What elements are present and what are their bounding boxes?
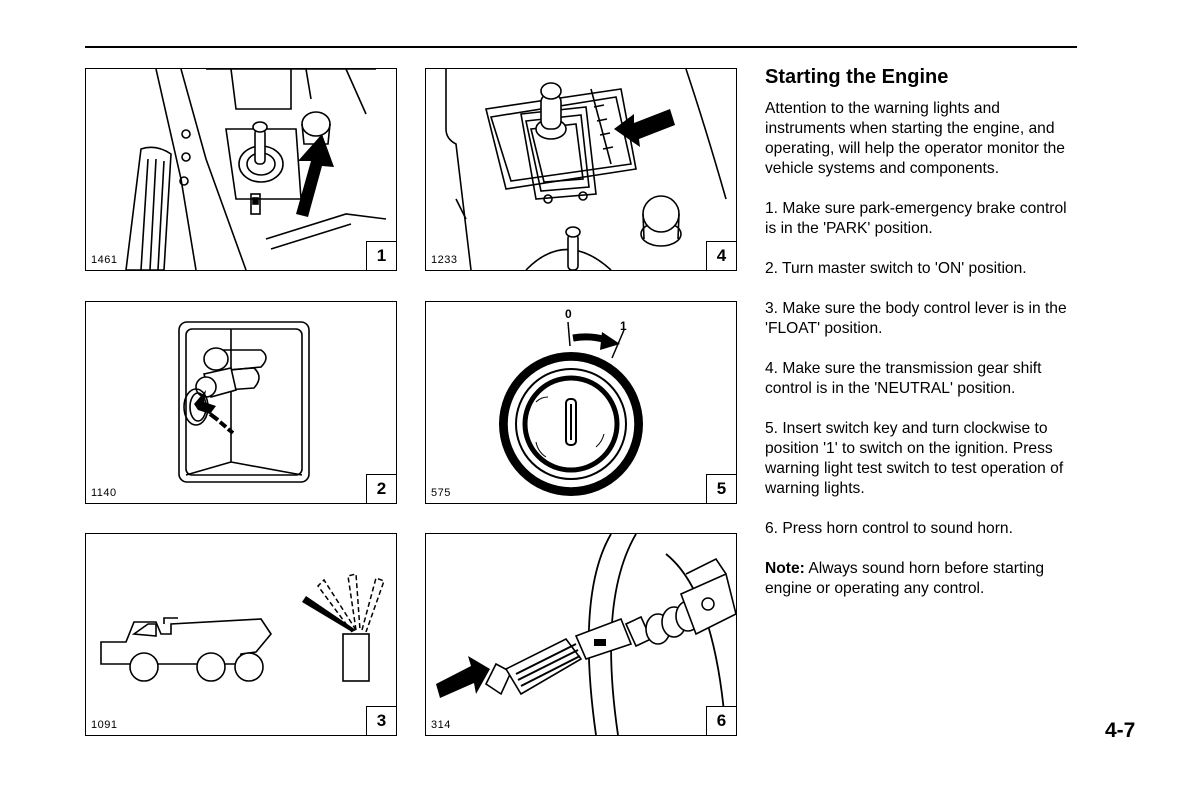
figure-code: 1091 [91,719,118,731]
figure-number: 2 [366,474,396,503]
note-paragraph: Note: Always sound horn before starting … [765,559,1080,599]
key-position-on: 1 [620,319,627,333]
step-3: 3. Make sure the body control lever is i… [765,300,1067,337]
step-6: 6. Press horn control to sound horn. [765,520,1013,537]
figure-number: 5 [706,474,736,503]
figure-horn-control: 314 6 [425,533,737,736]
page-number: 4-7 [1105,719,1136,742]
master-switch-illustration [178,321,310,483]
ignition-switch-illustration: 0 1 [499,307,643,496]
step-2: 2. Turn master switch to 'ON' position. [765,260,1027,277]
park-brake-illustration [125,69,387,270]
figure-number: 4 [706,241,736,270]
figure-number: 6 [706,706,736,735]
key-position-off: 0 [565,307,572,321]
figure-number: 3 [366,706,396,735]
figure-code: 314 [431,719,451,731]
figure-code: 1140 [91,487,117,499]
figure-code: 1233 [431,254,458,266]
step-5: 5. Insert switch key and turn clockwise … [765,420,1064,497]
figure-code: 1461 [91,254,118,266]
section-heading: Starting the Engine [765,66,949,88]
instructions-column: Starting the Engine Attention to the war… [765,66,1080,619]
figure-master-switch: 1140 2 [85,301,397,504]
figure-number: 1 [366,241,396,270]
horn-control-illustration [436,534,736,735]
intro-paragraph: Attention to the warning lights and inst… [765,100,1065,177]
body-control-illustration [100,573,385,682]
step-1: 1. Make sure park-emergency brake contro… [765,200,1067,237]
header-rule [85,46,1077,48]
gear-shift-illustration [445,69,727,270]
note-label: Note: [765,560,805,577]
note-text: Always sound horn before starting engine… [765,560,1045,597]
figure-ignition-switch: 0 1 575 5 [425,301,737,504]
figure-gear-shift: 1233 4 [425,68,737,271]
step-4: 4. Make sure the transmission gear shift… [765,360,1042,397]
figure-code: 575 [431,487,451,499]
figure-park-brake: 1461 1 [85,68,397,271]
figure-body-control: 1091 3 [85,533,397,736]
